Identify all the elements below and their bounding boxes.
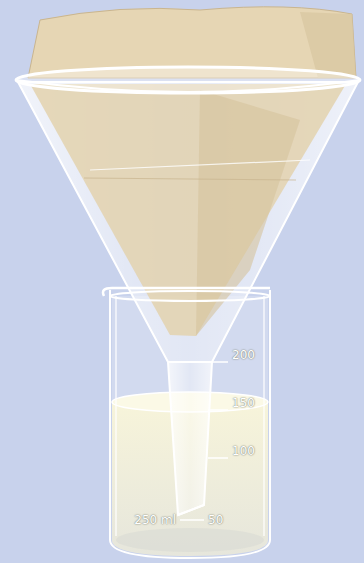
- graduation-label: 150: [232, 397, 255, 409]
- graduation-tick: [180, 362, 228, 520]
- graduation-label: 100: [232, 445, 255, 457]
- graduation-label: 50: [208, 514, 223, 526]
- beaker-rim: [110, 291, 270, 301]
- graduation-label: 200: [232, 349, 255, 361]
- funnel: [16, 67, 360, 515]
- graduation-label: 250 ml: [134, 514, 176, 526]
- beaker-wall: [110, 290, 270, 558]
